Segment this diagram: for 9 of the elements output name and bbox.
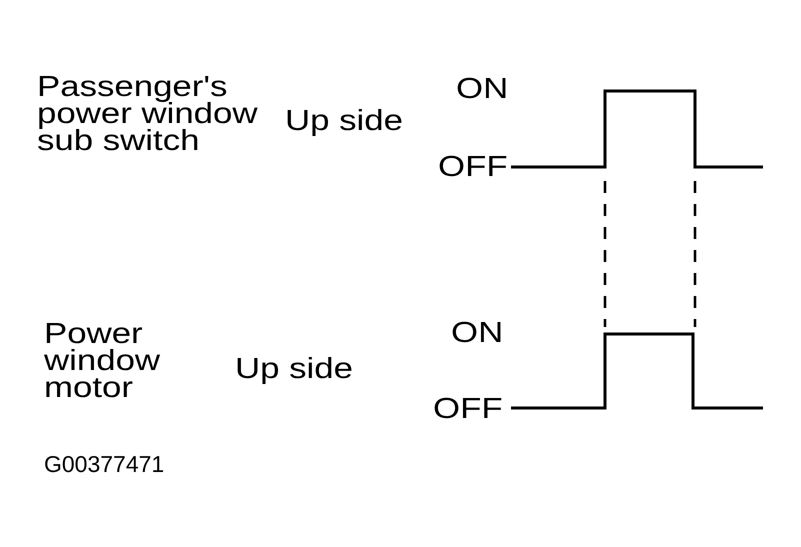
state-label: OFF	[438, 154, 508, 181]
state-label: OFF	[433, 396, 503, 423]
state-label: ON	[451, 320, 504, 347]
signal-name: Power window motor	[44, 321, 162, 402]
operation-label: Up side	[235, 356, 353, 383]
signal-name: Passenger's power window sub switch	[37, 74, 259, 155]
operation-label: Up side	[285, 108, 403, 135]
state-label: ON	[456, 76, 508, 103]
figure-code: G00377471	[44, 451, 164, 478]
